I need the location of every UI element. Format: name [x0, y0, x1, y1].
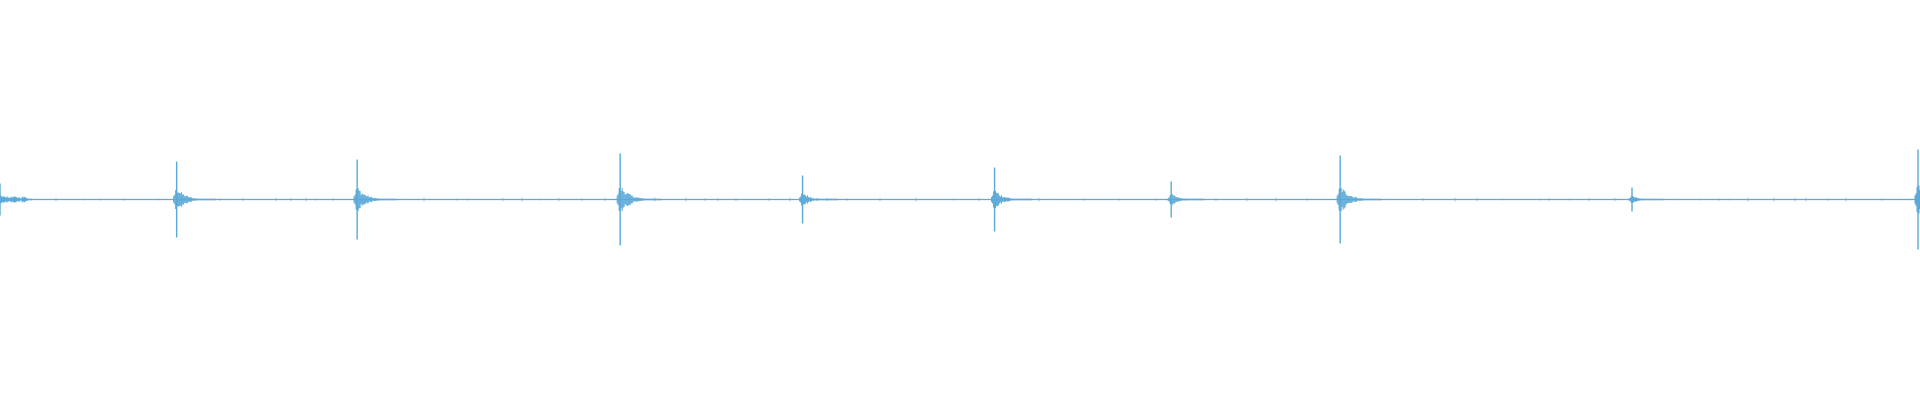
waveform-transient [616, 153, 662, 246]
waveform-noise [0, 196, 1910, 203]
waveform-transient [799, 175, 839, 224]
waveform-transients [0, 149, 1920, 250]
waveform-transient [1628, 187, 1664, 212]
waveform-transient [1336, 155, 1382, 244]
waveform-transient [991, 167, 1033, 232]
waveform-transient [173, 161, 217, 238]
waveform-transient [1914, 149, 1920, 250]
waveform-transient [353, 159, 397, 240]
